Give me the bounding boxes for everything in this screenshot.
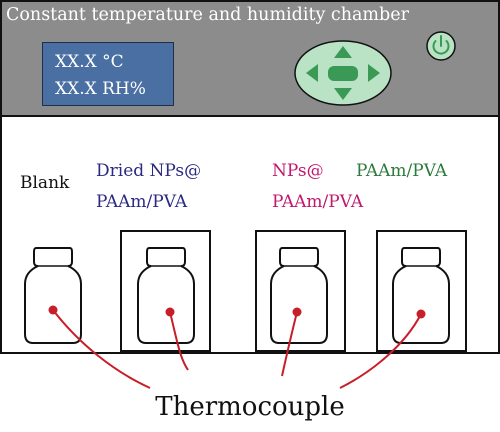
vial-outline <box>24 247 82 344</box>
sample-label-blank: Blank <box>20 173 70 193</box>
thermocouple-label: Thermocouple <box>155 392 345 422</box>
thermocouple-probe-dot <box>165 307 175 317</box>
vial-outline <box>137 247 195 344</box>
sample-label-nps: NPs@ <box>272 161 324 181</box>
sample-label-dried-nps: Dried NPs@ <box>96 161 202 181</box>
vial-outline <box>270 247 328 344</box>
power-icon <box>426 31 456 61</box>
sample-holder-box <box>376 230 467 352</box>
vial-icon <box>24 247 82 344</box>
sample-holder-box <box>120 230 211 352</box>
directional-pad-icon <box>294 40 392 106</box>
vial-icon <box>270 247 328 344</box>
vial-icon <box>137 247 195 344</box>
thermocouple-probe-dot <box>416 309 426 319</box>
sample-label-dried-nps-line2: PAAm/PVA <box>96 192 188 212</box>
vials-group <box>24 247 450 344</box>
temperature-humidity-display: XX.X °C XX.X RH% <box>42 42 174 106</box>
sample-label-nps-line2: PAAm/PVA <box>272 192 364 212</box>
thermocouple-wire <box>339 313 422 389</box>
thermocouple-wire <box>52 309 151 389</box>
vial-outline <box>392 247 450 344</box>
thermocouple-wires <box>48 305 426 389</box>
vial-icon <box>392 247 450 344</box>
humidity-readout: XX.X RH% <box>55 79 146 99</box>
thermocouple-wire <box>281 311 298 377</box>
thermocouple-wire <box>169 311 189 371</box>
sample-holder-box <box>255 230 346 352</box>
thermocouple-probe-dot <box>48 305 58 315</box>
sample-label-paam-pva: PAAm/PVA <box>356 161 448 181</box>
thermocouple-probe-dot <box>292 307 302 317</box>
chamber-title: Constant temperature and humidity chambe… <box>6 5 409 25</box>
temperature-readout: XX.X °C <box>55 52 124 72</box>
